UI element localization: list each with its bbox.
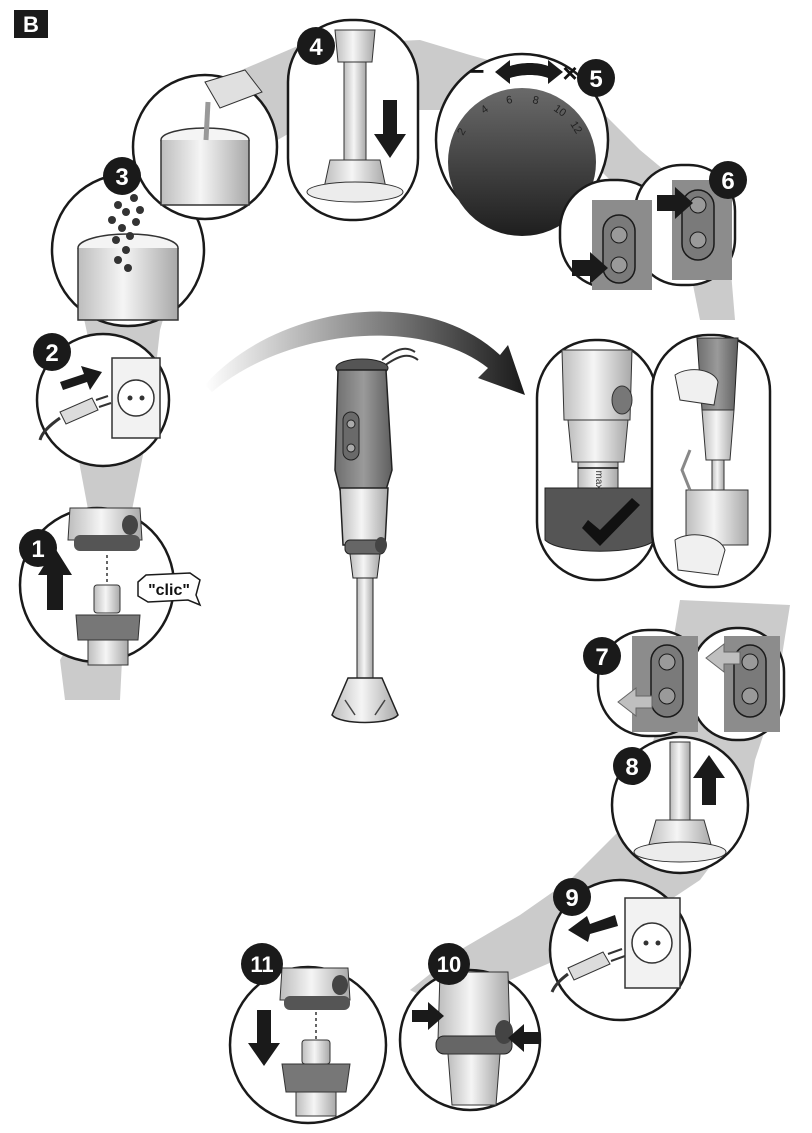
svg-text:4: 4 — [309, 34, 323, 61]
power-plug — [38, 395, 112, 441]
step-badge-9 — [553, 878, 591, 916]
panel-dip — [650, 333, 772, 589]
button-panel-left — [632, 636, 698, 732]
svg-text:9: 9 — [565, 885, 578, 912]
corner-label: B — [14, 10, 48, 38]
svg-text:8: 8 — [531, 94, 539, 107]
svg-text:"clic": "clic" — [148, 582, 190, 599]
panel-step-10: 10 — [398, 943, 542, 1112]
blender-shaft — [306, 29, 404, 203]
right-arrow-icon — [60, 366, 102, 390]
svg-text:10: 10 — [551, 103, 568, 120]
release-arrow-icon — [705, 642, 741, 674]
panel-step-8: 8 — [610, 735, 750, 875]
panel-step-1: "clic" 1 — [18, 506, 202, 666]
shaft-coupling — [281, 1039, 351, 1117]
svg-text:10: 10 — [437, 952, 461, 977]
motor-housing — [279, 967, 351, 1010]
up-arrow-icon — [693, 755, 725, 805]
panel-step-3-liquid — [131, 69, 279, 221]
panel-max-depth: max — [535, 338, 659, 582]
shaft-coupling — [75, 584, 141, 666]
step-badge-5 — [577, 59, 615, 97]
panel-step-9: 9 — [548, 878, 692, 1022]
button-panel-right — [724, 636, 780, 732]
hand-holding-blender — [674, 337, 749, 576]
svg-text:7: 7 — [595, 644, 608, 671]
svg-text:11: 11 — [250, 952, 273, 977]
power-plug — [550, 948, 626, 993]
svg-text:3: 3 — [115, 164, 128, 191]
shaft-in-liquid: max — [544, 349, 656, 552]
wall-socket — [624, 897, 681, 989]
press-arrow-icon — [508, 1024, 540, 1052]
press-arrow-icon — [657, 187, 693, 219]
checkmark-icon — [582, 498, 640, 546]
motor-housing — [67, 507, 143, 551]
panel-step-7: 7 — [583, 626, 786, 742]
svg-text:5: 5 — [589, 66, 602, 93]
svg-text:6: 6 — [505, 94, 513, 107]
panel-step-5: 2 4 6 8 10 12 − × 5 — [434, 52, 615, 236]
beaker — [160, 127, 250, 206]
speed-dial — [448, 88, 596, 236]
step-badge-4 — [297, 27, 335, 65]
blender-shaft — [633, 741, 727, 863]
press-arrow-icon — [572, 252, 608, 284]
panel-step-4: 4 — [286, 18, 420, 222]
left-arrow-icon — [568, 915, 618, 942]
dial-scale: 2 4 6 8 10 12 — [455, 94, 584, 138]
svg-text:B: B — [23, 12, 39, 37]
step-badge-2 — [33, 333, 71, 371]
down-arrow-icon — [374, 100, 406, 158]
svg-text:2: 2 — [45, 340, 58, 367]
wall-socket — [111, 357, 161, 439]
panel-step-11: 11 — [228, 943, 388, 1125]
step-badge-8 — [613, 747, 651, 785]
svg-text:2: 2 — [455, 126, 468, 137]
pouring-jug — [203, 69, 263, 141]
press-arrow-icon — [412, 1002, 444, 1030]
panel-step-2: 2 — [33, 332, 171, 468]
svg-text:×: × — [562, 58, 577, 88]
step-badge-3 — [103, 157, 141, 195]
panel-step-3-solid — [50, 172, 206, 328]
svg-text:max: max — [593, 471, 604, 490]
hand-blender — [331, 347, 419, 724]
panel-step-6: 6 — [558, 161, 747, 290]
clic-label: "clic" — [137, 572, 202, 607]
svg-text:4: 4 — [479, 103, 491, 116]
step-badge-1 — [19, 529, 57, 567]
release-arrow-icon — [617, 686, 653, 718]
down-arrow-icon — [248, 1010, 280, 1066]
step-badge-10 — [428, 943, 470, 985]
button-panel-left — [592, 200, 652, 290]
step-badge-6 — [709, 161, 747, 199]
svg-text:12: 12 — [567, 119, 584, 136]
step-badge-7 — [583, 637, 621, 675]
svg-text:1: 1 — [31, 536, 44, 563]
sequence-arrow — [205, 311, 525, 395]
step-badge-11 — [241, 943, 283, 985]
svg-text:8: 8 — [625, 754, 638, 781]
rotate-arrow-icon — [495, 60, 563, 84]
svg-text:6: 6 — [721, 168, 734, 195]
falling-pieces — [108, 194, 144, 272]
svg-text:−: − — [469, 56, 484, 86]
